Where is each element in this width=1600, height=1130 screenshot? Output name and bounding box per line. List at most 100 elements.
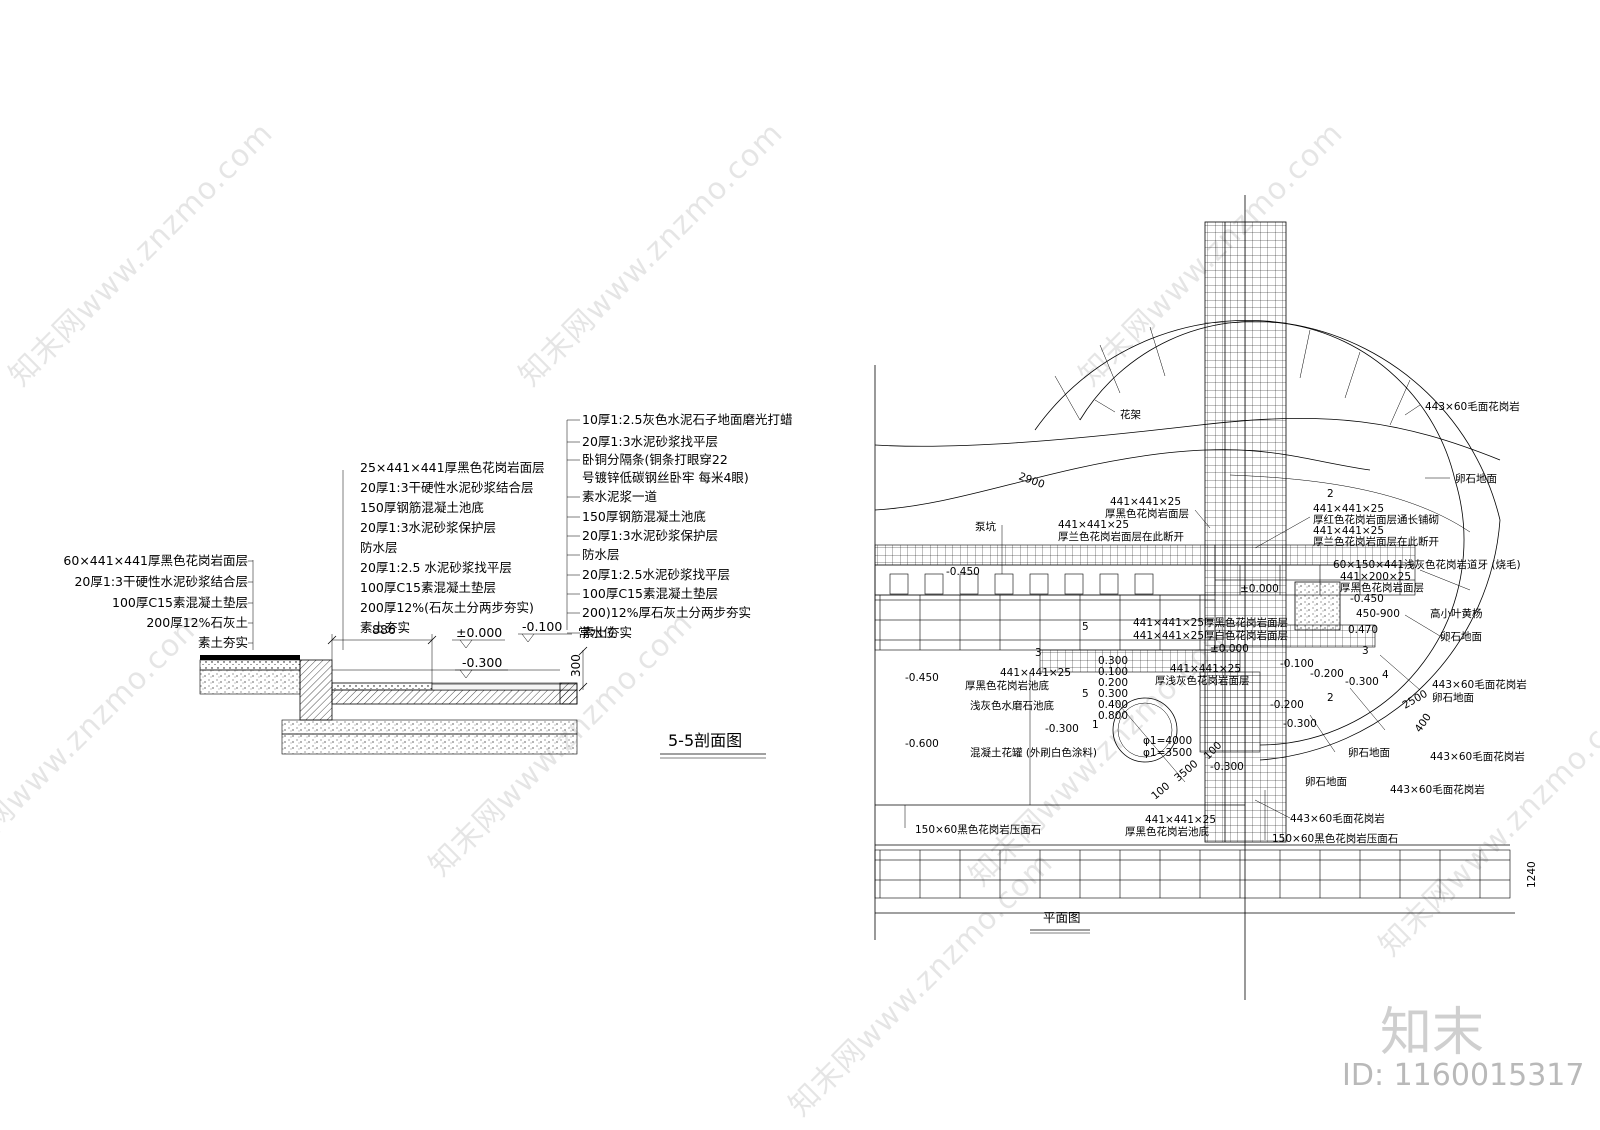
dim-2900: 2900	[1017, 471, 1046, 491]
label: 浅灰色水磨石池底	[970, 699, 1054, 712]
label: 441×441×25	[1000, 667, 1071, 679]
label: 20厚1:2.5 水泥砂浆找平层	[360, 560, 512, 575]
label: 150×60黑色花岗岩压面石	[1272, 832, 1398, 845]
level: 0.100	[1098, 666, 1128, 678]
section-title: 5-5剖面图	[668, 731, 742, 750]
label: -0.450	[905, 672, 939, 684]
label: -0.450	[946, 566, 980, 578]
label: 441×441×25厚白色花岗岩面层	[1133, 629, 1288, 642]
label: -0.300	[1210, 761, 1244, 773]
label: 100	[1149, 780, 1172, 802]
label: 卧铜分隔条(铜条打眼穿22	[582, 452, 728, 467]
marker: 1	[1092, 719, 1099, 731]
label: 卵石地面	[1455, 472, 1497, 485]
label: 10厚1:2.5灰色水泥石子地面磨光打蜡	[582, 412, 792, 427]
label: 443×60毛面花岗岩	[1290, 812, 1385, 825]
label: 441×441×25	[1313, 525, 1384, 537]
level: 0.400	[1098, 699, 1128, 711]
label: 厚兰色花岗岩面层在此断开	[1058, 530, 1184, 543]
label: 20厚1:3水泥砂浆找平层	[582, 434, 718, 449]
label: ±0.000	[1240, 583, 1279, 595]
label: 素土夯实	[198, 635, 248, 650]
label: 60×441×441厚黑色花岗岩面层	[63, 553, 248, 568]
dim-1240: 1240	[1526, 861, 1538, 888]
plan-title: 平面图	[1043, 910, 1081, 925]
label: 卵石地面	[1440, 630, 1482, 643]
label: -0.300	[1345, 676, 1379, 688]
label: 200厚12%(石灰土分两步夯实)	[360, 600, 534, 615]
label: 20厚1:3水泥砂浆保护层	[582, 528, 718, 543]
label: 441×441×25	[1058, 519, 1129, 531]
label: 号镀锌低碳钢丝卧牢 每米4眼)	[582, 470, 749, 485]
label: 150厚钢筋混凝土池底	[360, 500, 484, 515]
label: 卵石地面	[1432, 691, 1474, 704]
marker: 4	[1382, 669, 1389, 681]
label: 443×60毛面花岗岩	[1432, 678, 1527, 691]
label: 441×441×25	[1313, 503, 1384, 515]
label: 443×60毛面花岗岩	[1425, 400, 1520, 413]
strip-blocks	[889, 573, 1154, 595]
label-huajia: 花架	[1120, 408, 1142, 421]
section-markers: 2 2 3 3 4 5 5 1	[1035, 488, 1389, 731]
brand-logo: 知末	[1380, 1003, 1485, 1063]
label: -0.200	[1270, 699, 1304, 711]
section-body: 886 ±0.000 -0.100 常水位 -0.300 300	[199, 619, 616, 755]
level: 0.300	[1098, 688, 1128, 700]
label: 25×441×441厚黑色花岗岩面层	[360, 460, 545, 475]
label: 厚黑色花岗岩池底	[965, 679, 1049, 692]
label: 厚浅灰色花岗岩面层	[1155, 674, 1250, 687]
label: 厚黑色花岗岩池底	[1125, 825, 1209, 838]
label: 100厚C15素混凝土垫层	[582, 586, 718, 601]
label: 100厚C15素混凝土垫层	[360, 580, 496, 595]
section-5-5: 60×441×441厚黑色花岗岩面层 20厚1:3干硬性水泥砂浆结合层 100厚…	[63, 412, 792, 759]
elev-m300: -0.300	[462, 655, 502, 670]
label: 443×60毛面花岗岩	[1390, 783, 1485, 796]
plan-view: 花架 2900 泵坑 443×60毛面花岗岩 卵石地面 441×441×25 厚…	[874, 195, 1538, 1000]
elev-m100: -0.100	[522, 619, 562, 634]
label: 441×441×25	[1145, 814, 1216, 826]
label: -0.200	[1310, 668, 1344, 680]
label: 441×441×25厚黑色花岗岩面层	[1133, 616, 1288, 629]
label: -0.300	[1283, 718, 1317, 730]
label: 防水层	[582, 547, 620, 562]
arc-stones	[1054, 326, 1471, 753]
label: 200)12%厚石灰土分两步夯实	[582, 605, 751, 620]
dim-2500: 2500	[1401, 688, 1430, 712]
dim-300: 300	[569, 654, 583, 677]
plan-labels: 花架 2900 泵坑 443×60毛面花岗岩 卵石地面 441×441×25 厚…	[905, 400, 1538, 888]
dim-886: 886	[372, 622, 396, 637]
label: 150厚钢筋混凝土池底	[582, 509, 706, 524]
section-mid-labels: 25×441×441厚黑色花岗岩面层 20厚1:3干硬性水泥砂浆结合层 150厚…	[360, 460, 545, 635]
label: 混凝土花罐 (外刷白色涂料)	[970, 746, 1097, 759]
label: 100厚C15素混凝土垫层	[112, 595, 248, 610]
label: 441×200×25	[1340, 571, 1411, 583]
level: 0.300	[1098, 655, 1128, 667]
label: φ1=4000	[1143, 735, 1192, 747]
label: 厚黑色花岗岩面层	[1105, 507, 1189, 520]
label: -0.450	[1350, 593, 1384, 605]
label: 素土夯实	[582, 625, 632, 640]
label: 厚兰色花岗岩面层在此断开	[1313, 535, 1439, 548]
label: 441×441×25	[1110, 496, 1181, 508]
label: 防水层	[360, 540, 398, 555]
label: 素水泥浆一道	[582, 489, 658, 504]
label-bengkeng: 泵坑	[975, 520, 996, 533]
section-left-labels: 60×441×441厚黑色花岗岩面层 20厚1:3干硬性水泥砂浆结合层 100厚…	[63, 553, 248, 650]
label: 0.470	[1348, 624, 1378, 636]
section-right-ticks	[567, 419, 580, 634]
leaders	[904, 399, 1450, 840]
label: 20厚1:3干硬性水泥砂浆结合层	[360, 480, 534, 495]
label: 厚黑色花岗岩面层	[1340, 581, 1424, 594]
label: 卵石地面	[1305, 775, 1347, 788]
label: 20厚1:3干硬性水泥砂浆结合层	[74, 574, 248, 589]
label: ±0.000	[1210, 643, 1249, 655]
label: -0.600	[905, 738, 939, 750]
label: 厚红色花岗岩面层通长铺砌	[1313, 513, 1439, 526]
dim-400: 400	[1413, 711, 1434, 734]
level: 0.200	[1098, 677, 1128, 689]
level-stack: 0.300 0.100 0.200 0.300 0.400 0.800	[1098, 655, 1128, 722]
label: 450-900	[1356, 608, 1400, 620]
elev-0: ±0.000	[456, 625, 502, 640]
label: φ1=3500	[1143, 747, 1192, 759]
